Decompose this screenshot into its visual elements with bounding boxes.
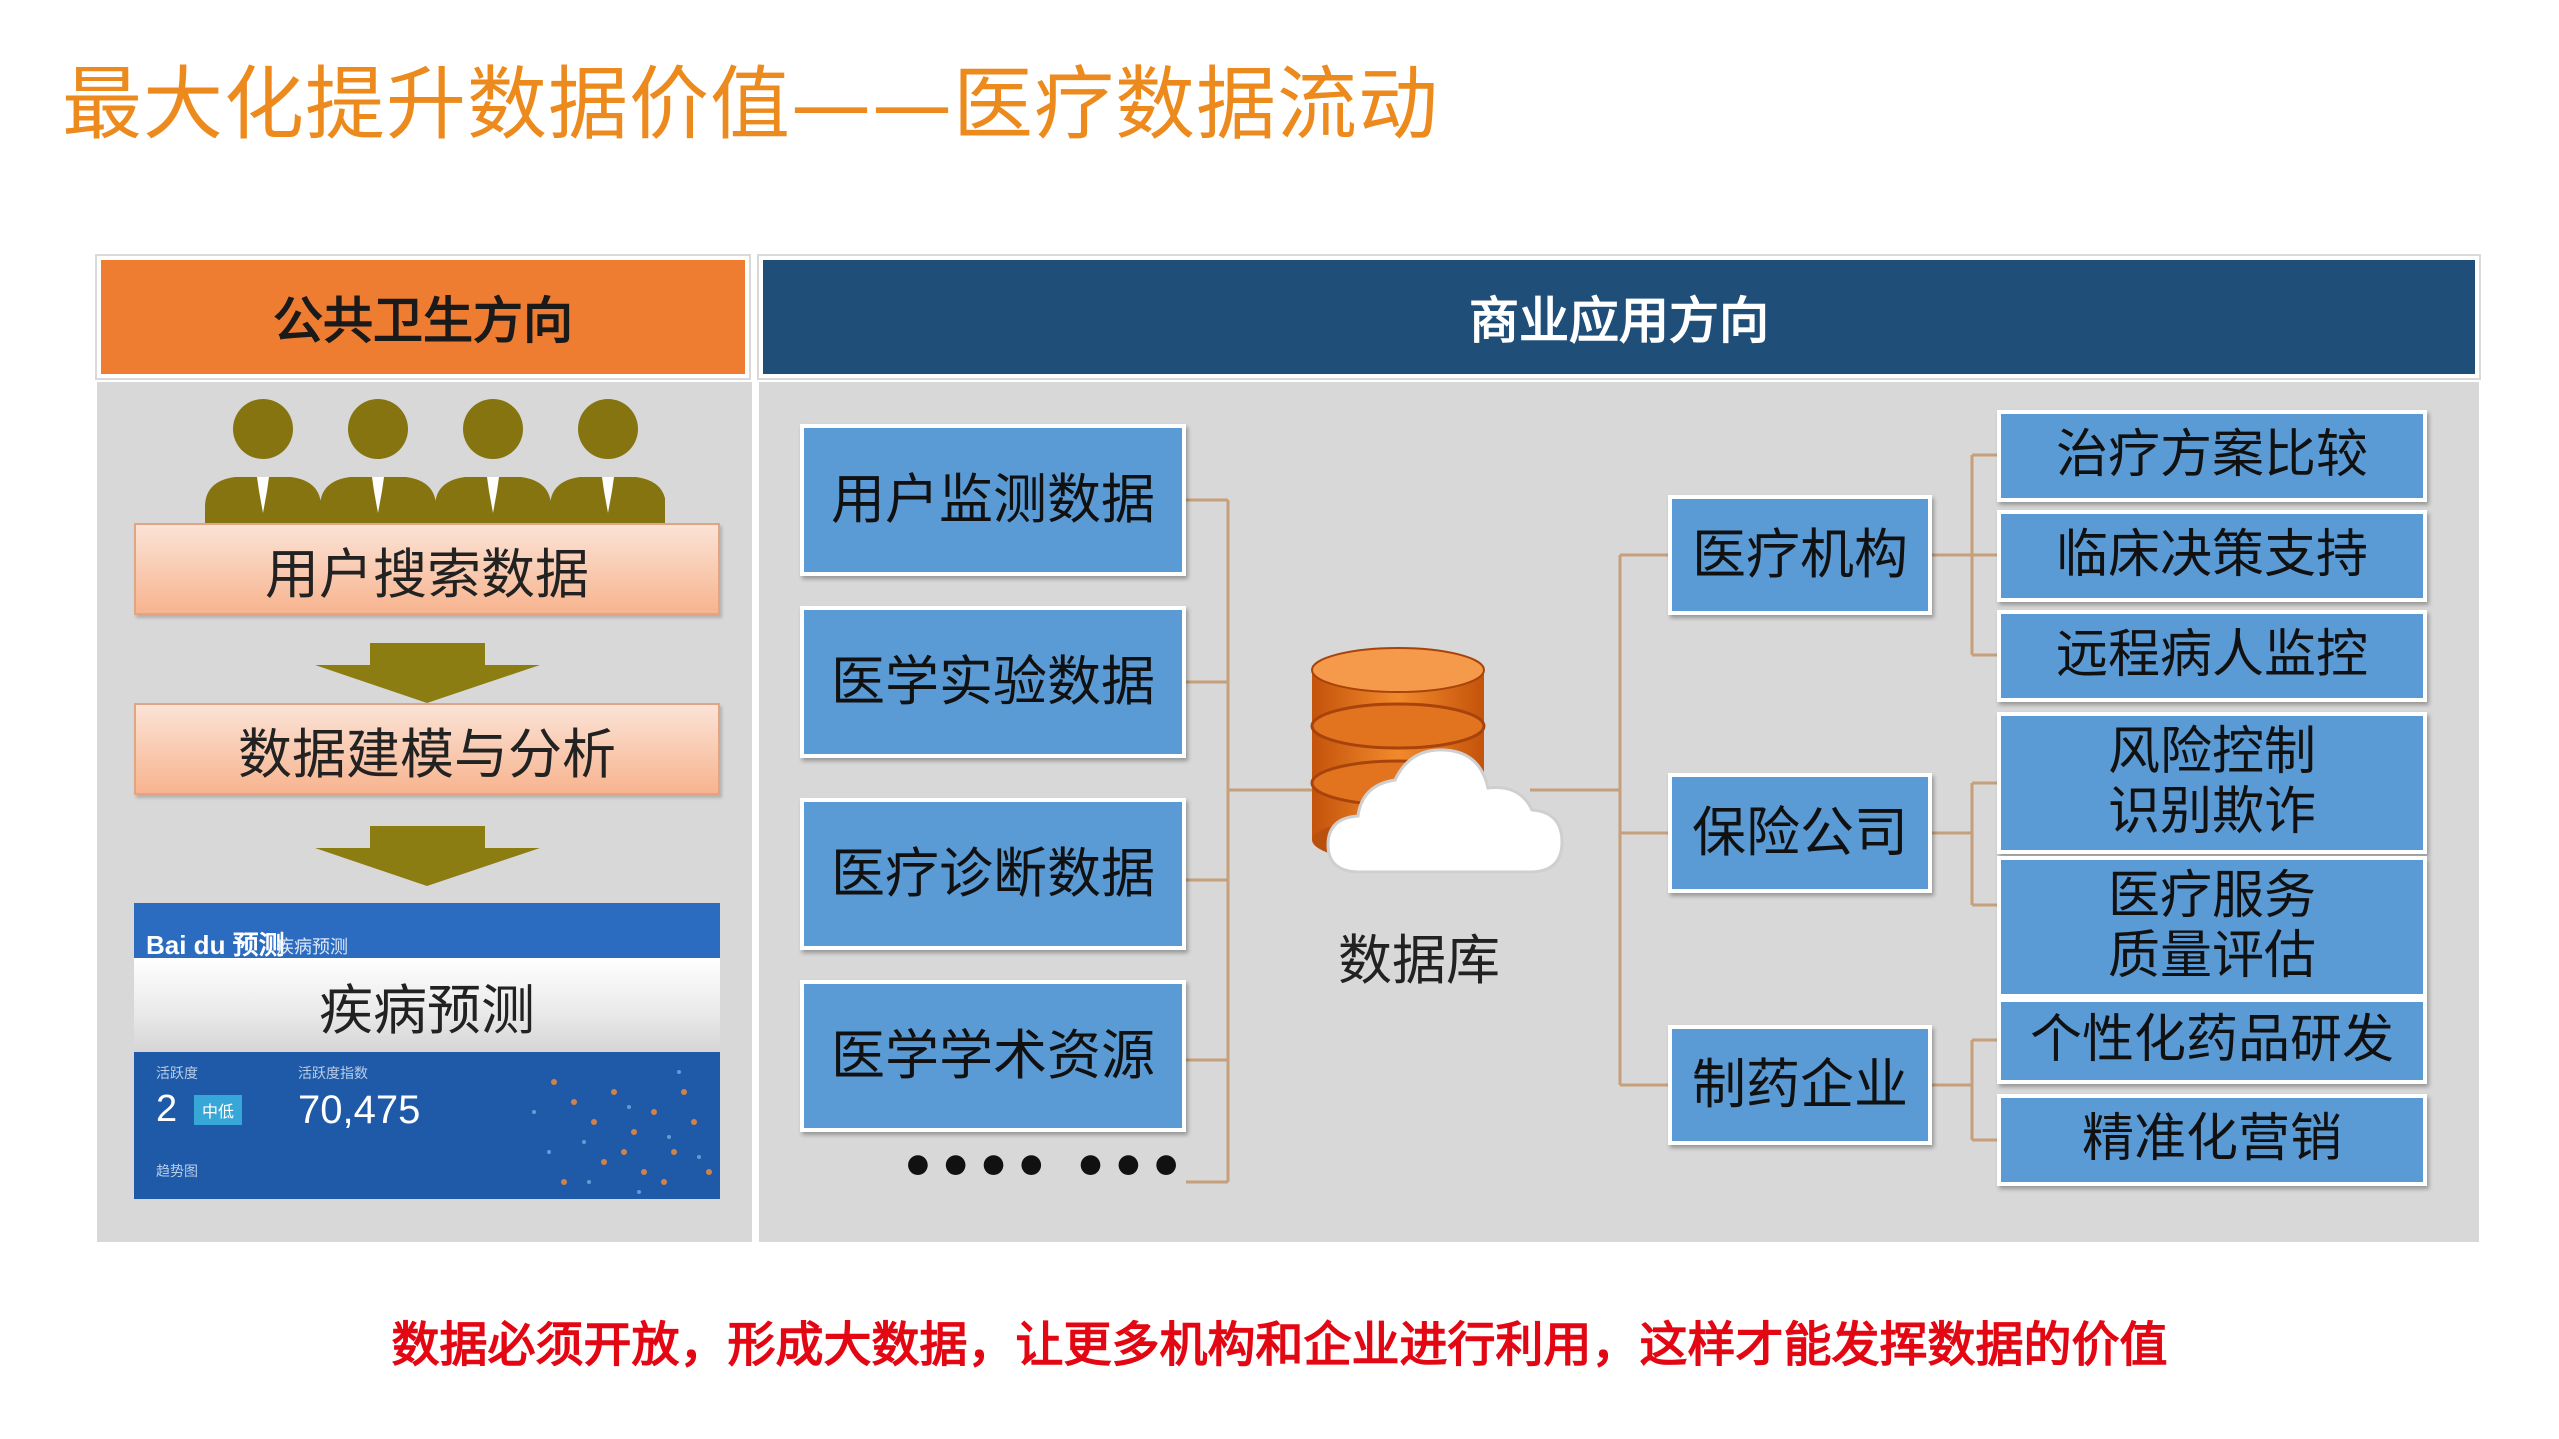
institution-pharma: 制药企业 — [1668, 1025, 1932, 1145]
activity-badge: 中低 — [194, 1095, 242, 1125]
index-value: 70,475 — [298, 1088, 421, 1132]
app-remote-monitoring: 远程病人监控 — [1997, 610, 2427, 702]
source-medical-diagnosis: 医疗诊断数据 — [800, 798, 1186, 950]
people-icon — [205, 399, 665, 525]
more-sources-ellipsis: •••• ••• — [900, 1135, 1187, 1200]
heatmap-dots — [532, 1070, 712, 1194]
app-treatment-comparison: 治疗方案比较 — [1997, 410, 2427, 502]
footer-note: 数据必须开放，形成大数据，让更多机构和企业进行利用，这样才能发挥数据的价值 — [391, 1317, 2168, 1373]
cloud-icon — [1326, 748, 1564, 874]
activity-label: 活跃度 — [156, 1066, 198, 1082]
baidu-tab: 疾病预测 — [276, 937, 348, 958]
app-service-quality: 医疗服务 质量评估 — [1997, 856, 2427, 998]
source-academic-resources: 医学学术资源 — [800, 980, 1186, 1132]
database-label: 数据库 — [1338, 929, 1500, 992]
commercial-header: 商业应用方向 — [759, 256, 2479, 378]
down-arrow-icon — [315, 826, 540, 886]
source-medical-experiment: 医学实验数据 — [800, 606, 1186, 758]
index-label: 活跃度指数 — [298, 1066, 368, 1082]
baidu-topbar — [134, 903, 720, 965]
app-personalized-drugs: 个性化药品研发 — [1997, 998, 2427, 1084]
baidu-logo: Bai du 预测 — [146, 930, 285, 960]
database-icon — [1310, 647, 1564, 874]
source-user-monitoring: 用户监测数据 — [800, 424, 1186, 576]
step-data-modeling: 数据建模与分析 — [134, 703, 720, 795]
trend-map-label: 趋势图 — [156, 1164, 198, 1180]
app-clinical-decision: 临床决策支持 — [1997, 510, 2427, 602]
public-health-header: 公共卫生方向 — [97, 256, 749, 378]
down-arrow-icon — [315, 643, 540, 703]
disease-forecast-label: 疾病预测 — [134, 958, 720, 1052]
app-precision-marketing: 精准化营销 — [1997, 1094, 2427, 1186]
institution-hospital: 医疗机构 — [1668, 495, 1932, 615]
page-title: 最大化提升数据价值——医疗数据流动 — [62, 58, 1439, 151]
activity-value: 2 — [156, 1088, 178, 1130]
baidu-forecast-screenshot: Bai du 预测 疾病预测 疾病预测 活跃度 活跃度指数 2 中低 70,47… — [134, 903, 720, 1199]
app-risk-fraud: 风险控制 识别欺诈 — [1997, 712, 2427, 854]
institution-insurance: 保险公司 — [1668, 773, 1932, 893]
step-user-search-data: 用户搜索数据 — [134, 523, 720, 615]
